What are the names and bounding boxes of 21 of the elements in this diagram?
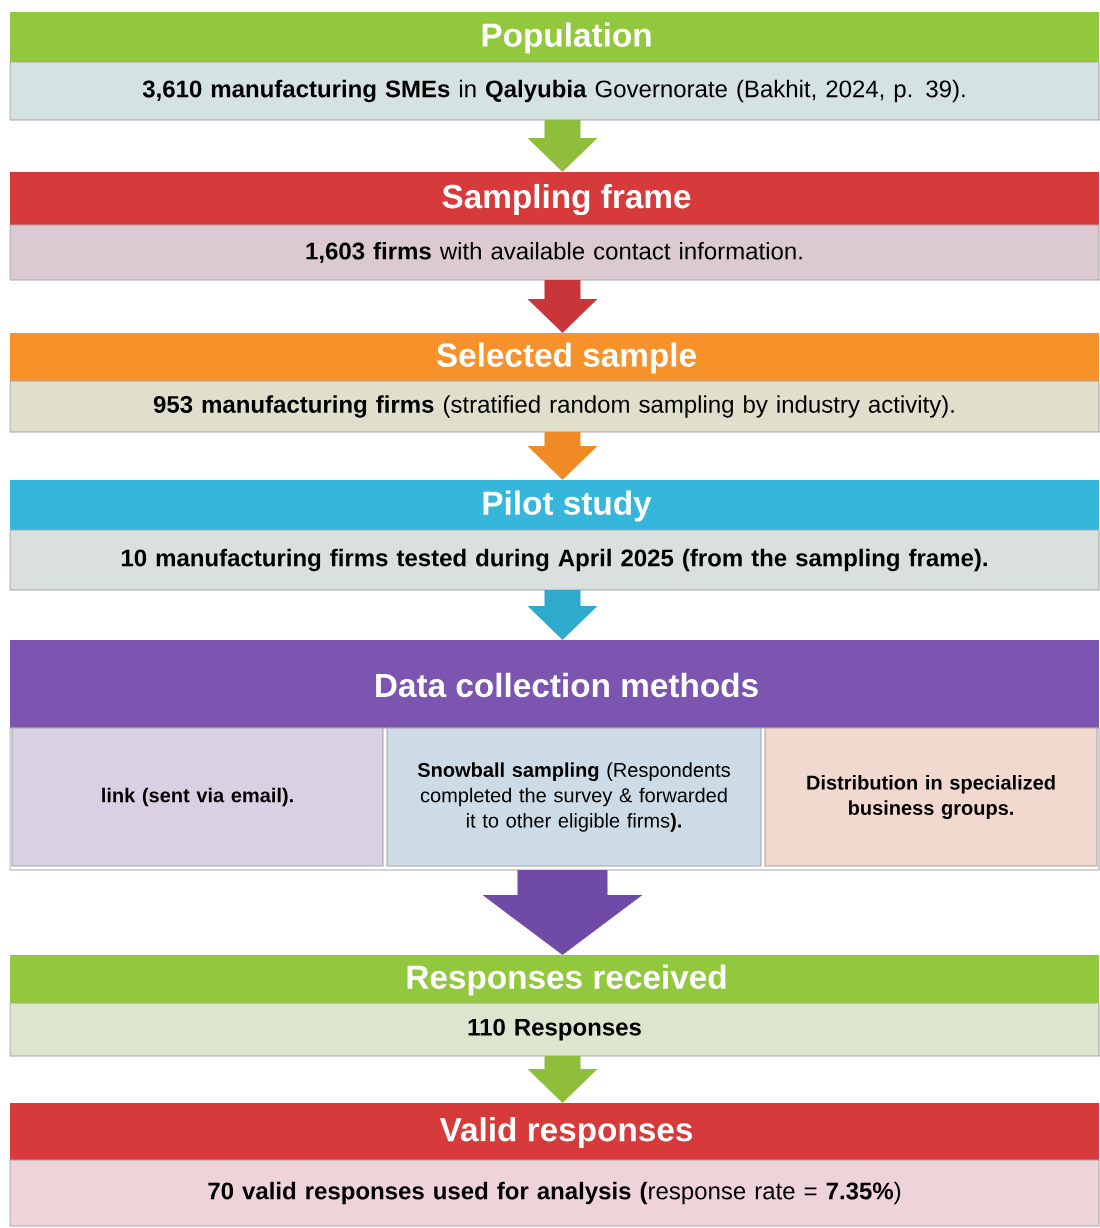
stage-box: Pilot study 10 manufacturing firms tested during April 2025 (from the sampling frame). <box>9 480 1100 591</box>
arrow <box>527 1056 598 1103</box>
arrow <box>482 870 643 955</box>
method-box: Snowball sampling (Respondents completed the survey & forwarded it to other eligible firms). <box>386 727 762 867</box>
node-label: Sampling frame <box>442 183 691 216</box>
arrow <box>527 120 598 172</box>
method-box: Distribution in specialized business groups. <box>764 727 1098 867</box>
node-label: Pilot study <box>483 490 652 522</box>
method-box: link (sent via email). <box>11 727 384 867</box>
stage-box: Valid responses 70 valid responses used for analysis (response rate = 7.35%) <box>9 1103 1100 1227</box>
arrow <box>527 280 598 333</box>
node-label: Responses received <box>407 964 726 996</box>
stage-box: Population 3,610 manufacturing SMEs in Qalyubia Governorate (Bakhit, 2024, p. 39). <box>9 12 1100 121</box>
node-label: Valid responses <box>439 1116 693 1149</box>
stage-box: Selected sample 953 manufacturing firms (stratified random sampling by industry activity). <box>9 333 1100 433</box>
node-label: Population <box>482 22 651 54</box>
stage-box: Sampling frame 1,603 firms with available contact information. <box>9 172 1100 281</box>
node-label: Selected sample <box>436 342 696 374</box>
stage-box: Responses received 110 Responses <box>9 955 1100 1057</box>
arrow <box>527 590 598 640</box>
arrow <box>527 432 598 480</box>
